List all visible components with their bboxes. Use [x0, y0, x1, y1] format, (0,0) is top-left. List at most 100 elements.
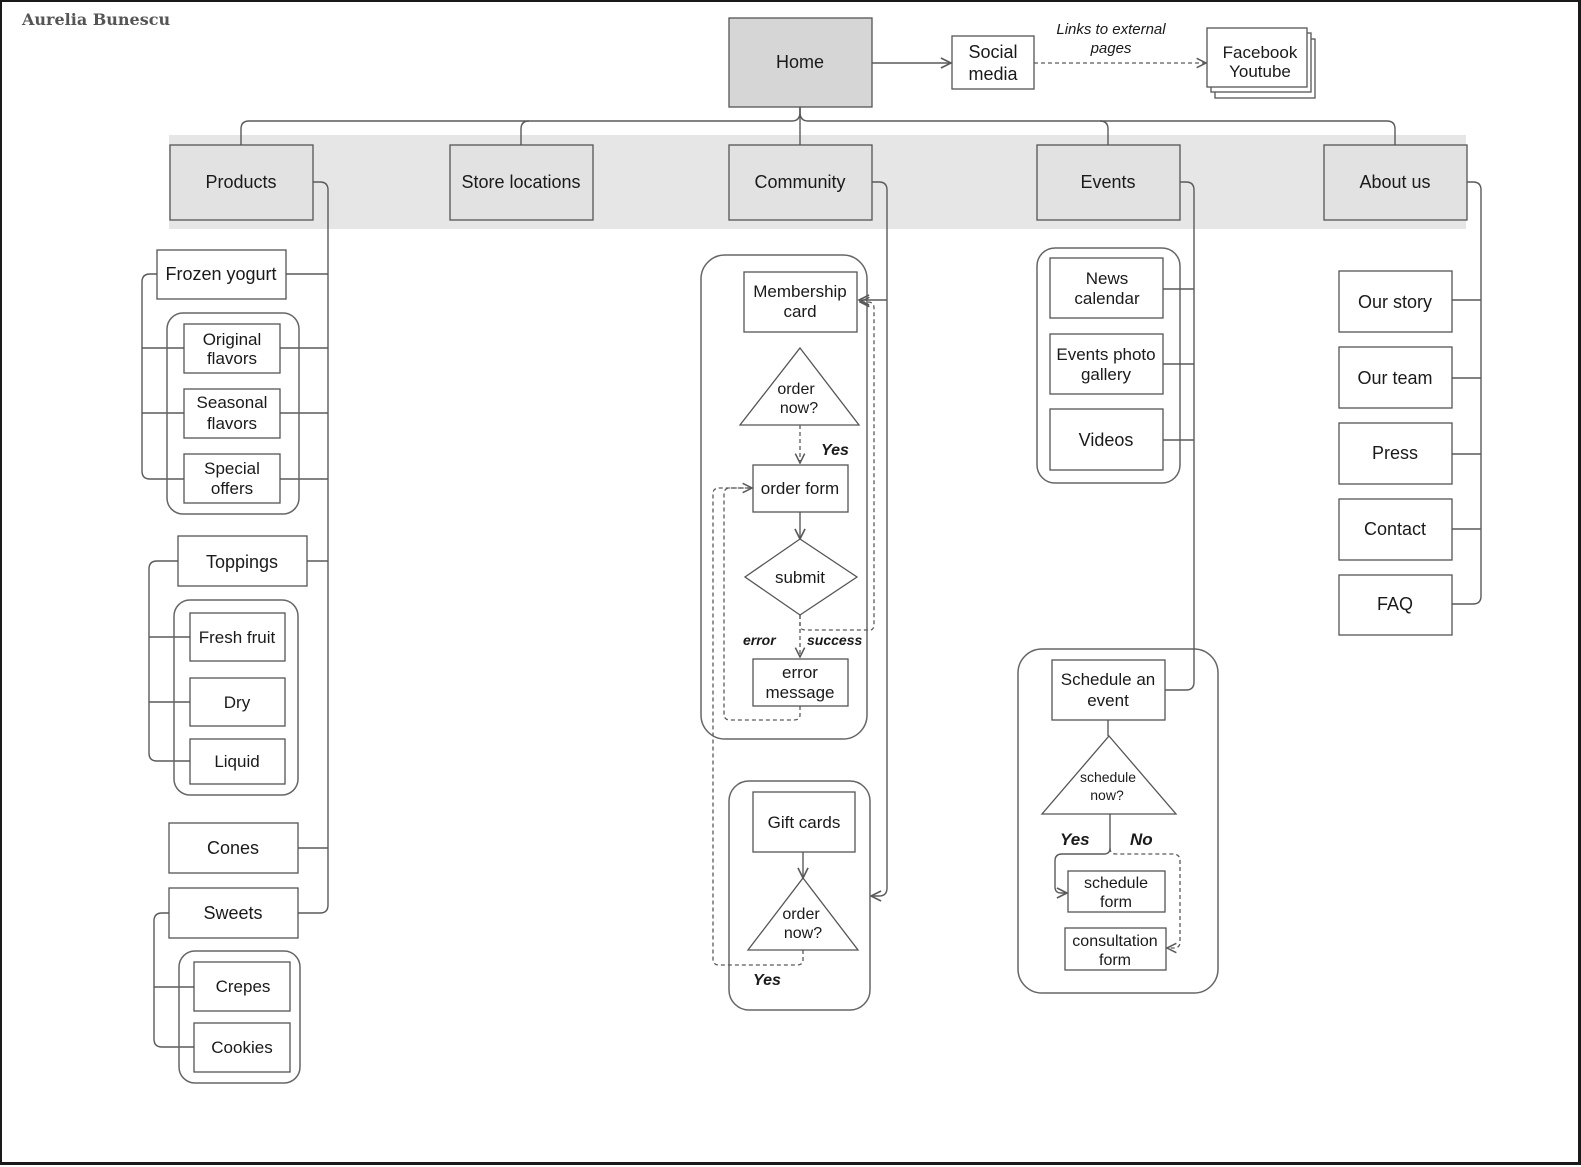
nav-community-label: Community	[754, 172, 845, 192]
schedule-now-label-1: schedule	[1080, 769, 1136, 785]
error-message-label-2: message	[766, 683, 835, 702]
membership-card-node[interactable]	[743, 271, 858, 333]
membership-card-label-2: card	[783, 302, 816, 321]
events-photo-gallery-node[interactable]	[1049, 333, 1164, 395]
seasonal-flavors-node[interactable]	[183, 388, 281, 439]
nav-events-label: Events	[1080, 172, 1135, 192]
author-name: Aurelia Bunescu	[21, 10, 170, 29]
order-now-label-2: now?	[780, 400, 818, 417]
schedule-now-label-2: now?	[1090, 787, 1124, 803]
schedule-now-decision[interactable]	[1040, 735, 1178, 815]
home-node[interactable]	[728, 17, 873, 108]
videos-label: Videos	[1079, 430, 1134, 450]
home-label: Home	[776, 52, 824, 72]
frozen-yogurt-node[interactable]	[156, 249, 287, 300]
toppings-group	[173, 599, 299, 796]
videos-node[interactable]	[1049, 408, 1164, 471]
external-page-youtube: Youtube	[1229, 62, 1291, 81]
press-label: Press	[1372, 443, 1418, 463]
news-calendar-label-2: calendar	[1074, 289, 1140, 308]
frozen-yogurt-label: Frozen yogurt	[165, 264, 276, 284]
nav-about-us[interactable]	[1323, 144, 1468, 221]
original-flavors-node[interactable]	[183, 323, 281, 374]
press-node[interactable]	[1338, 422, 1453, 485]
special-offers-label-1: Special	[204, 459, 260, 478]
gift-yes-label: Yes	[753, 972, 781, 989]
news-calendar-node[interactable]	[1049, 257, 1164, 319]
cookies-label: Cookies	[211, 1038, 272, 1057]
consultation-form-label-2: form	[1099, 952, 1131, 969]
faq-label: FAQ	[1377, 594, 1413, 614]
seasonal-flavors-label-1: Seasonal	[197, 393, 268, 412]
cookies-node[interactable]	[193, 1022, 291, 1073]
nav-community[interactable]	[728, 144, 873, 221]
sweets-label: Sweets	[203, 903, 262, 923]
our-story-node[interactable]	[1338, 270, 1453, 333]
order-yes-label: Yes	[821, 442, 849, 459]
special-offers-label-2: offers	[211, 479, 253, 498]
community-connectors	[712, 181, 888, 966]
events-media-group	[1036, 247, 1181, 484]
gift-order-now-label-2: now?	[784, 925, 822, 942]
gift-order-now-decision[interactable]	[746, 876, 860, 951]
gift-cards-label: Gift cards	[768, 813, 841, 832]
membership-flow-group	[700, 254, 868, 740]
external-page-facebook: Facebook	[1223, 43, 1298, 62]
social-media-node[interactable]	[951, 35, 1035, 90]
events-connectors	[1054, 181, 1195, 948]
success-branch-label: success	[807, 632, 862, 648]
seasonal-flavors-label-2: flavors	[207, 414, 257, 433]
external-note-2: pages	[1090, 40, 1132, 57]
social-label-1: Social	[968, 42, 1017, 62]
schedule-event-label-1: Schedule an	[1061, 670, 1156, 689]
toppings-node[interactable]	[177, 535, 308, 587]
nav-products-label: Products	[205, 172, 276, 192]
error-branch-label: error	[743, 632, 777, 648]
social-label-2: media	[968, 64, 1018, 84]
consultation-form-label-1: consultation	[1072, 933, 1157, 950]
home-connectors	[240, 107, 1396, 145]
liquid-node[interactable]	[189, 738, 286, 785]
schedule-form-label-2: form	[1100, 894, 1132, 911]
news-calendar-label-1: News	[1086, 269, 1129, 288]
cones-label: Cones	[207, 838, 259, 858]
original-flavors-label-2: flavors	[207, 349, 257, 368]
events-photo-gallery-label-1: Events photo	[1056, 345, 1155, 364]
crepes-node[interactable]	[193, 961, 291, 1012]
nav-events[interactable]	[1036, 144, 1181, 221]
dry-node[interactable]	[189, 677, 286, 727]
external-note-1: Links to external	[1056, 21, 1166, 38]
membership-card-label-1: Membership	[753, 282, 847, 301]
consultation-form-node[interactable]	[1064, 927, 1167, 971]
order-form-label: order form	[761, 479, 839, 498]
gift-cards-node[interactable]	[752, 791, 856, 853]
error-message-node[interactable]	[752, 658, 849, 707]
fresh-fruit-node[interactable]	[189, 612, 286, 662]
special-offers-node[interactable]	[183, 453, 281, 504]
external-pages-node[interactable]	[1206, 27, 1308, 88]
schedule-form-node[interactable]	[1067, 870, 1166, 913]
submit-decision[interactable]	[743, 538, 859, 616]
our-team-label: Our team	[1357, 368, 1432, 388]
order-now-decision[interactable]	[738, 346, 861, 426]
about-connectors	[1452, 181, 1482, 605]
nav-about-us-label: About us	[1359, 172, 1430, 192]
contact-label: Contact	[1364, 519, 1426, 539]
nav-store-locations[interactable]	[449, 144, 594, 221]
our-team-node[interactable]	[1338, 346, 1453, 409]
cones-node[interactable]	[168, 822, 299, 874]
fresh-fruit-label: Fresh fruit	[199, 628, 276, 647]
faq-node[interactable]	[1338, 574, 1453, 636]
yogurt-group	[166, 312, 300, 515]
nav-products[interactable]	[169, 144, 314, 221]
order-now-label-1: order	[777, 381, 815, 398]
schedule-event-node[interactable]	[1051, 659, 1166, 721]
schedule-flow-group	[1017, 648, 1219, 994]
error-message-label-1: error	[782, 663, 818, 682]
order-form-node[interactable]	[752, 464, 849, 513]
sweets-node[interactable]	[168, 887, 299, 939]
contact-node[interactable]	[1338, 498, 1453, 561]
schedule-yes-label: Yes	[1060, 830, 1090, 849]
